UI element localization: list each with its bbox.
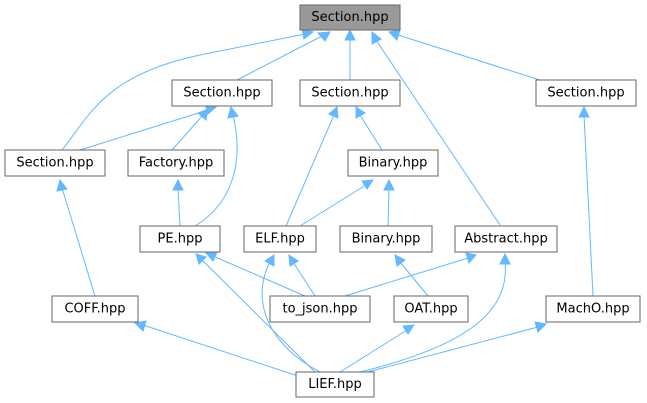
- node-to-json[interactable]: to_json.hpp: [269, 295, 371, 323]
- node-section-coff[interactable]: Section.hpp: [4, 149, 106, 177]
- node-elf[interactable]: ELF.hpp: [243, 225, 317, 253]
- node-label: Section.hpp: [547, 86, 624, 101]
- edge-pe-to-factory: [172, 178, 184, 227]
- node-section-root[interactable]: Section.hpp: [299, 4, 401, 31]
- edge-binary2-to-binary1: [383, 178, 395, 227]
- edge-to-json-to-elf: [288, 254, 316, 297]
- node-label: Section.hpp: [16, 156, 93, 171]
- node-factory[interactable]: Factory.hpp: [127, 149, 225, 177]
- edge-abstract-to-root: [371, 30, 501, 226]
- edge-section-coff-to-section-left: [79, 103, 218, 151]
- node-label: Binary.hpp: [352, 232, 421, 247]
- node-section-left[interactable]: Section.hpp: [171, 79, 273, 107]
- node-section-right[interactable]: Section.hpp: [535, 79, 637, 107]
- edge-lief-to-macho: [359, 321, 548, 375]
- node-lief[interactable]: LIEF.hpp: [295, 371, 375, 398]
- edge-binary1-to-section-mid: [355, 106, 383, 151]
- node-abstract[interactable]: Abstract.hpp: [454, 225, 558, 253]
- node-pe[interactable]: PE.hpp: [139, 225, 221, 253]
- edge-lief-to-oat: [339, 324, 415, 373]
- node-macho[interactable]: MachO.hpp: [545, 295, 641, 323]
- edge-lief-to-coff: [133, 320, 299, 377]
- edge-pe-to-section-left: [194, 105, 239, 227]
- node-label: Abstract.hpp: [464, 232, 547, 247]
- edge-coff-to-section-coff: [56, 178, 96, 297]
- edge-section-left-to-root: [236, 31, 331, 81]
- edge-section-mid-to-root: [344, 28, 356, 80]
- edge-lief-to-elf: [261, 254, 321, 373]
- node-label: LIEF.hpp: [308, 377, 362, 392]
- node-label: MachO.hpp: [556, 302, 629, 317]
- node-label: OAT.hpp: [404, 302, 457, 317]
- edge-factory-to-section-left: [171, 108, 209, 151]
- node-binary-upper[interactable]: Binary.hpp: [347, 149, 439, 177]
- edge-lief-to-abstract: [359, 252, 511, 373]
- node-coff[interactable]: COFF.hpp: [51, 295, 139, 323]
- node-label: Factory.hpp: [139, 156, 214, 171]
- node-label: Section.hpp: [311, 86, 388, 101]
- node-binary-lower[interactable]: Binary.hpp: [339, 225, 433, 253]
- edge-lief-to-pe: [195, 253, 316, 373]
- node-label: ELF.hpp: [255, 232, 305, 247]
- node-label: Section.hpp: [311, 10, 388, 25]
- node-label: COFF.hpp: [64, 302, 125, 317]
- node-oat[interactable]: OAT.hpp: [393, 295, 469, 323]
- node-label: Section.hpp: [183, 86, 260, 101]
- edge-section-right-to-root: [387, 29, 541, 81]
- node-label: Binary.hpp: [359, 156, 428, 171]
- node-label: to_json.hpp: [282, 302, 357, 317]
- node-label: PE.hpp: [158, 232, 203, 247]
- edge-elf-to-binary1: [299, 179, 374, 227]
- edge-to-json-to-abstract: [344, 252, 477, 297]
- edge-macho-to-section-right: [578, 105, 594, 297]
- nodes: Section.hpp Section.hpp Section.hpp Sect…: [4, 4, 641, 398]
- node-section-mid[interactable]: Section.hpp: [299, 79, 401, 107]
- edge-elf-to-section-mid: [285, 105, 339, 227]
- edge-oat-to-binary2: [394, 254, 429, 297]
